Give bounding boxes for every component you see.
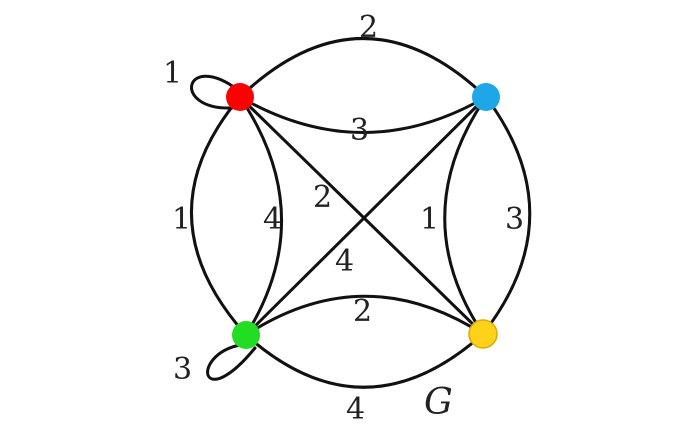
weight-red-green-outer: 1 xyxy=(172,202,191,237)
weight-green-yellow-inner: 2 xyxy=(353,294,372,329)
weight-green-yellow-outer: 4 xyxy=(346,392,365,427)
weight-blue-yellow-outer: 3 xyxy=(505,202,524,237)
edge-red-blue-inner xyxy=(238,95,488,134)
edge-blue-green-diagonal xyxy=(244,95,488,337)
weight-blue-yellow-inner: 1 xyxy=(420,202,439,237)
vertex-yellow xyxy=(468,319,498,349)
edge-red-green-inner xyxy=(238,95,284,337)
weight-red-blue-outer: 2 xyxy=(359,10,378,45)
graph-name-label: G xyxy=(424,382,453,423)
edge-green-green-loop xyxy=(206,343,257,381)
weight-red-red-loop: 1 xyxy=(163,56,182,91)
edge-blue-yellow-outer xyxy=(481,95,532,336)
edge-red-green-outer xyxy=(190,95,248,337)
weight-red-blue-inner: 3 xyxy=(350,113,369,148)
weight-red-yellow-diagonal: 2 xyxy=(313,180,332,215)
edge-green-yellow-outer xyxy=(244,332,485,389)
vertex-blue xyxy=(472,83,500,111)
edge-blue-yellow-inner xyxy=(443,95,488,336)
weight-red-green-inner: 4 xyxy=(263,202,282,237)
weight-green-green-loop: 3 xyxy=(173,352,192,387)
edge-green-yellow-inner xyxy=(244,294,485,337)
weight-blue-green-diagonal: 4 xyxy=(335,244,354,279)
edge-red-blue-outer xyxy=(238,37,488,99)
edge-red-yellow-diagonal xyxy=(238,95,485,336)
edge-red-red-loop xyxy=(190,74,240,110)
vertex-green xyxy=(232,321,260,349)
vertex-red xyxy=(226,83,254,111)
